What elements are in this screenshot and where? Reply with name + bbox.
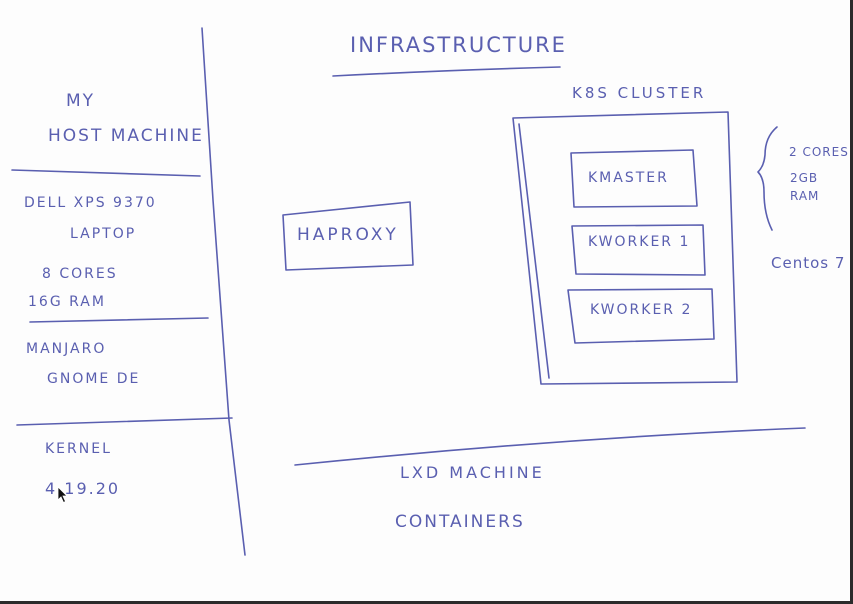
cluster-os: Centos 7: [771, 254, 846, 272]
window-frame-right: [850, 0, 853, 604]
haproxy-box: [282, 201, 414, 271]
host-desktop: GNOME DE: [47, 371, 141, 387]
host-heading-line1: MY: [66, 91, 96, 111]
host-os: MANJARO: [26, 341, 107, 357]
kmaster-box: [570, 149, 698, 208]
cluster-spec-ram-line2: RAM: [790, 189, 820, 203]
node-kworker2-label: KWORKER 2: [590, 302, 693, 318]
cluster-box: [512, 111, 738, 385]
host-column-divider: [201, 27, 246, 556]
kworker1-box: [571, 224, 706, 276]
node-kmaster-label: KMASTER: [588, 170, 669, 186]
kworker2-box: [567, 288, 715, 344]
diagram-title: INFRASTRUCTURE: [350, 33, 567, 57]
host-ram: 16G RAM: [28, 294, 106, 310]
host-cores: 8 CORES: [42, 266, 118, 282]
cluster-spec-ram-line1: 2GB: [790, 171, 819, 185]
host-kernel-label: KERNEL: [45, 441, 112, 457]
lxd-line1: LXD MACHINE: [400, 463, 545, 482]
host-type: LAPTOP: [70, 226, 137, 242]
haproxy-label: HAPROXY: [297, 225, 399, 245]
window-frame-bottom: [0, 601, 853, 604]
lxd-line2: CONTAINERS: [395, 512, 525, 532]
spec-brace: [757, 126, 778, 231]
cluster-box-inner-edge: [518, 123, 550, 379]
host-heading-line2: HOST MACHINE: [48, 126, 204, 146]
host-divider-1: [11, 169, 201, 177]
cluster-spec-cores: 2 CORES: [789, 145, 849, 159]
title-underline: [332, 66, 561, 77]
host-divider-3: [16, 417, 233, 426]
lxd-divider: [294, 427, 806, 466]
cluster-label: K8S CLUSTER: [572, 84, 707, 102]
node-kworker1-label: KWORKER 1: [588, 234, 691, 250]
host-divider-2: [29, 317, 209, 323]
host-model: DELL XPS 9370: [24, 195, 157, 211]
